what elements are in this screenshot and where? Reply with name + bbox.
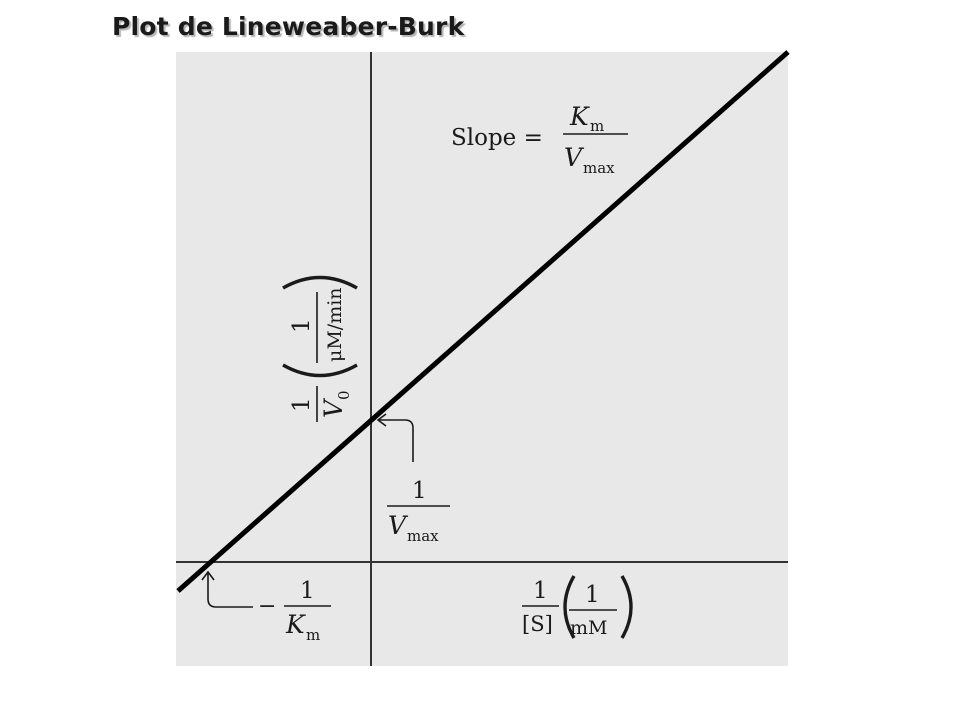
y-axis-denominator: V <box>319 397 348 418</box>
y-intercept-arrow <box>378 419 414 462</box>
x-intercept-denominator: K <box>285 610 306 639</box>
y-axis-denominator-sub: 0 <box>335 390 353 400</box>
slope-word: Slope = <box>451 125 543 151</box>
y-intercept-denominator-sub: max <box>407 527 439 545</box>
x-axis-denominator: [S] <box>522 612 553 636</box>
y-intercept-arrowhead <box>376 413 387 427</box>
slope-annotation: Slope = K m V max <box>451 102 628 177</box>
x-intercept-arrow <box>207 573 253 608</box>
plot-panel <box>176 52 788 666</box>
y-axis-numerator: 1 <box>289 397 315 412</box>
x-intercept-annotation: − 1 K m <box>201 570 331 644</box>
y-axis-left-paren <box>282 363 358 378</box>
x-intercept-numerator: 1 <box>300 578 315 604</box>
y-axis-unit-numerator: 1 <box>289 318 315 333</box>
x-axis-right-paren <box>620 575 633 639</box>
slope-numerator: K <box>569 102 590 131</box>
y-intercept-numerator: 1 <box>412 478 427 504</box>
slope-denominator: V <box>564 143 585 172</box>
x-axis-unit-denominator: mM <box>570 617 607 639</box>
slope-numerator-sub: m <box>590 117 604 135</box>
x-intercept-arrowhead <box>201 570 215 581</box>
x-axis-numerator: 1 <box>533 578 548 604</box>
plot-line <box>176 50 790 593</box>
y-intercept-annotation: 1 V max <box>376 413 450 545</box>
y-axis-right-paren <box>282 275 358 290</box>
y-axis-label: 1 V 0 1 μM/min <box>282 275 358 422</box>
x-axis-left-paren <box>563 575 576 639</box>
page-title: Plot de Lineweaber-Burk <box>112 12 465 41</box>
x-intercept-minus: − <box>258 594 276 619</box>
y-axis-unit-denominator: μM/min <box>324 287 346 362</box>
x-intercept-denominator-sub: m <box>306 626 320 644</box>
x-axis-unit-numerator: 1 <box>585 582 600 608</box>
y-intercept-denominator: V <box>388 511 409 540</box>
slope-denominator-sub: max <box>583 159 615 177</box>
x-axis-label: 1 [S] 1 mM <box>522 575 633 639</box>
